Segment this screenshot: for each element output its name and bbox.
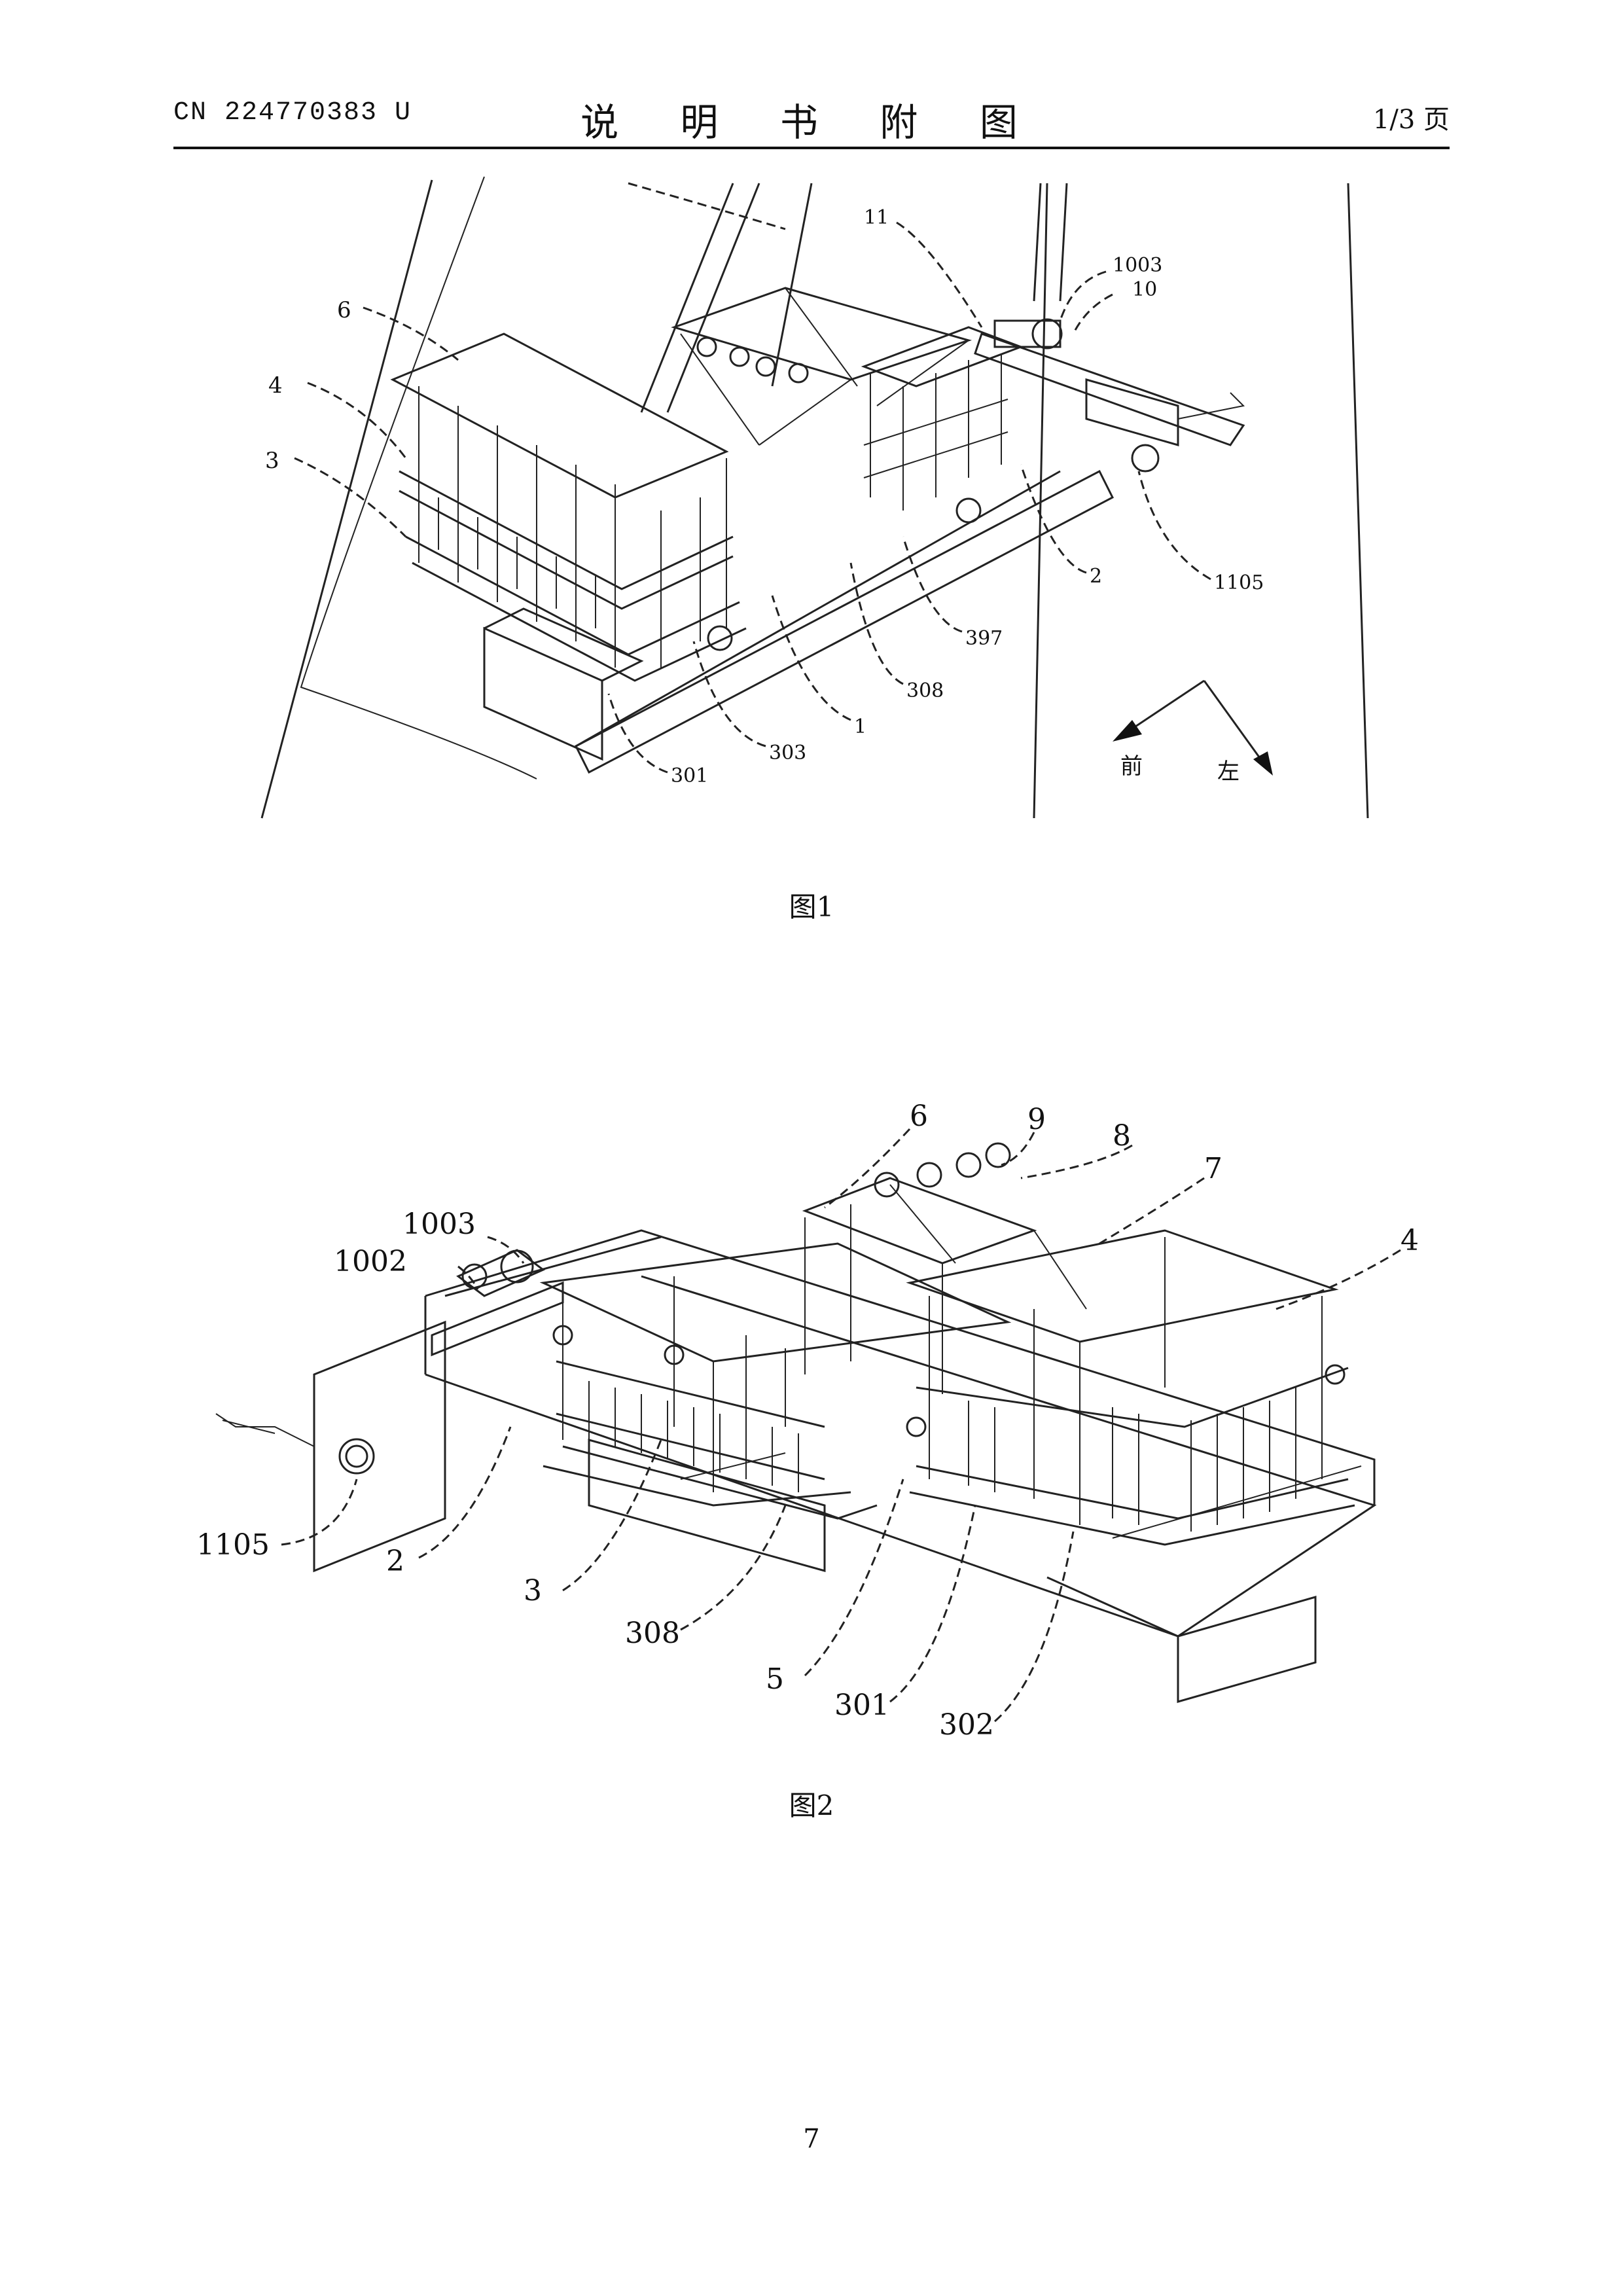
fig1-label-4: 4 xyxy=(268,372,283,399)
fig2-label-301: 301 xyxy=(834,1689,889,1722)
fig2-label-1003: 1003 xyxy=(402,1208,476,1241)
fig1-label-6: 6 xyxy=(337,297,351,323)
fig2-label-4: 4 xyxy=(1400,1224,1419,1257)
page-info: 1/3 页 xyxy=(1373,98,1450,136)
figure-1-drawing: 前 左 6 4 3 11 1003 10 1105 2 397 308 1 30… xyxy=(0,170,1623,825)
fig1-label-2: 2 xyxy=(1090,565,1102,588)
fig1-label-301: 301 xyxy=(671,764,708,787)
fig2-label-5: 5 xyxy=(766,1662,784,1696)
fig2-label-1105: 1105 xyxy=(196,1528,270,1562)
fig2-label-6: 6 xyxy=(910,1100,928,1133)
page-number: 7 xyxy=(0,2124,1623,2154)
fig2-label-7: 7 xyxy=(1204,1152,1222,1185)
fig1-label-303: 303 xyxy=(769,742,806,764)
fig1-label-1: 1 xyxy=(854,715,866,738)
fig2-label-8: 8 xyxy=(1113,1119,1131,1153)
fig2-label-9: 9 xyxy=(1027,1103,1046,1136)
direction-left-label: 左 xyxy=(1217,759,1240,785)
figure-1-caption: 图1 xyxy=(0,885,1623,925)
fig1-label-397: 397 xyxy=(965,627,1003,650)
fig1-label-1003: 1003 xyxy=(1113,254,1162,277)
fig2-label-302: 302 xyxy=(939,1708,994,1742)
figure-2-drawing: 6 9 8 7 4 1003 1002 1105 2 3 308 5 301 3… xyxy=(0,969,1623,1767)
fig2-label-1002: 1002 xyxy=(334,1245,407,1278)
fig2-label-2: 2 xyxy=(386,1545,404,1578)
fig1-label-1105: 1105 xyxy=(1214,571,1264,594)
fig1-label-11: 11 xyxy=(864,206,889,229)
fig1-label-3: 3 xyxy=(265,448,279,474)
fig1-label-10: 10 xyxy=(1132,278,1157,301)
figure-2-caption: 图2 xyxy=(0,1784,1623,1823)
direction-front-label: 前 xyxy=(1120,753,1143,780)
fig1-label-308: 308 xyxy=(906,679,944,702)
header-rule xyxy=(173,147,1450,149)
fig2-label-308: 308 xyxy=(625,1617,680,1650)
fig2-label-3: 3 xyxy=(524,1574,542,1607)
